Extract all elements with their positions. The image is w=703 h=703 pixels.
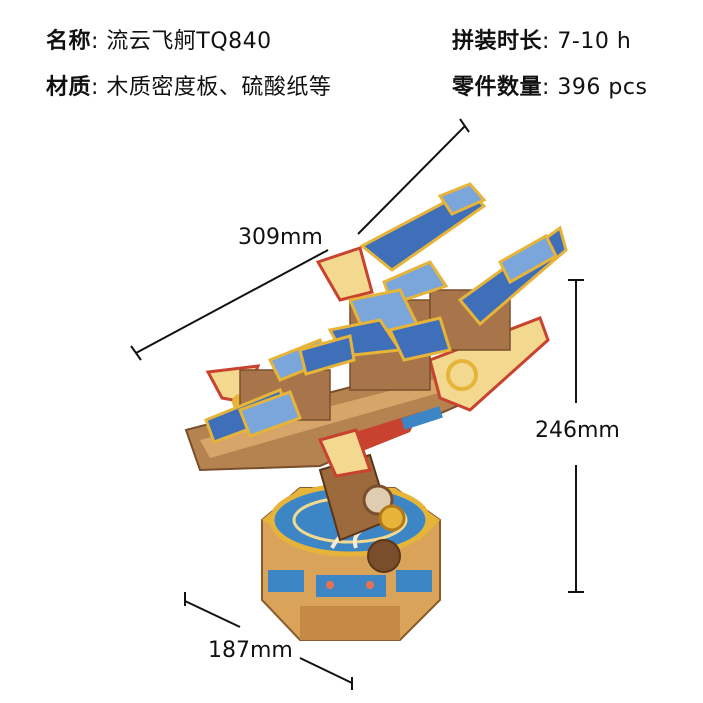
spec-assembly-time-sep: : — [542, 29, 558, 54]
spec-material-label: 材质 — [46, 75, 92, 100]
spec-material-sep: : — [91, 75, 107, 100]
dimension-line-length — [130, 118, 470, 361]
dimension-line-base — [184, 592, 353, 690]
spec-name-value: 流云飞舸TQ840 — [106, 29, 272, 54]
dimension-label-length: 309mm — [236, 225, 325, 251]
dimension-label-height: 246mm — [533, 418, 622, 444]
spec-name: 名称: 流云飞舸TQ840 — [46, 28, 272, 56]
dimension-label-base: 187mm — [206, 638, 295, 664]
ship-roofs — [204, 182, 568, 444]
spec-assembly-time: 拼装时长: 7-10 h — [452, 28, 631, 56]
spec-assembly-time-value: 7-10 h — [557, 29, 632, 54]
spec-material-value: 木质密度板、硫酸纸等 — [106, 75, 332, 100]
dimension-line-height — [568, 279, 584, 593]
spec-assembly-time-label: 拼装时长 — [452, 29, 543, 54]
spec-parts-count-sep: : — [542, 75, 558, 100]
spec-parts-count: 零件数量: 396 pcs — [452, 74, 647, 102]
spec-material: 材质: 木质密度板、硫酸纸等 — [46, 74, 331, 102]
spec-name-label: 名称 — [46, 29, 92, 54]
spec-parts-count-value: 396 pcs — [557, 75, 648, 100]
spec-name-sep: : — [91, 29, 107, 54]
spec-parts-count-label: 零件数量 — [452, 75, 543, 100]
